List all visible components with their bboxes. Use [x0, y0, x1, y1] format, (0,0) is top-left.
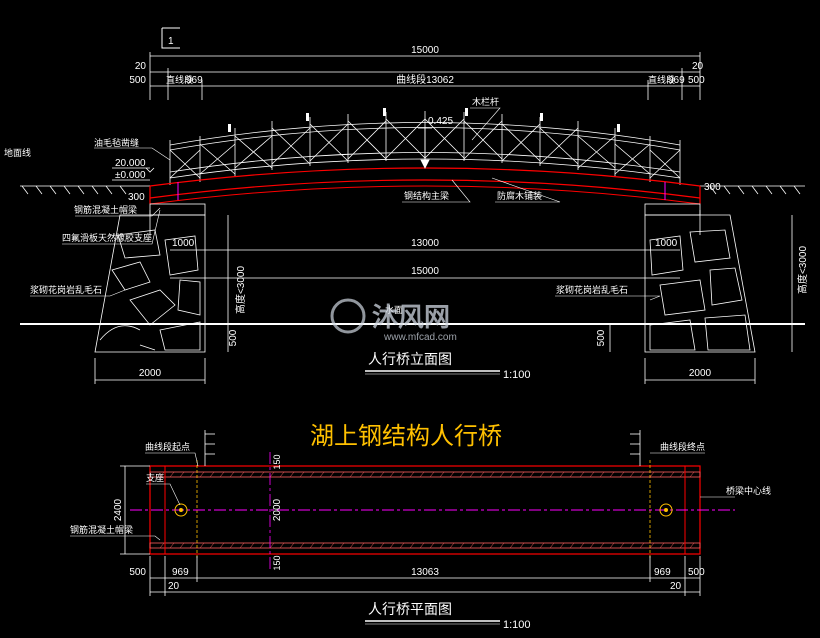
plan-note-rc-head: 钢筋混凝土帽梁 [70, 524, 133, 536]
dim-left-500: 500 [129, 75, 146, 86]
dim-left-969: 969 [186, 75, 203, 86]
sheet-number-mark: 1 [161, 27, 180, 49]
plan-leaders [70, 452, 735, 541]
left-abutment [94, 203, 206, 353]
plan-note-curve-start: 曲线段起点 [145, 441, 190, 453]
plan-view: 2400 2000 150 150 500 969 13063 969 500 … [70, 430, 771, 631]
dim-rise: 0.425 [428, 116, 453, 127]
dim-height-right: 高度<3000 [796, 246, 809, 295]
note-steel-beam: 钢结构主梁 [404, 190, 449, 202]
plan-dim-bot-left-20: 20 [168, 581, 180, 592]
dim-overall: 15000 [411, 45, 439, 56]
ground-lines [20, 185, 805, 195]
plan-dim-bot-left-500: 500 [129, 567, 146, 578]
plan-dim-edge-top: 150 [272, 454, 282, 469]
elevation-view: 15000 20 20 500 直线段 969 曲线段13062 直线段 969… [4, 45, 809, 384]
dim-height-left: 高度<3000 [234, 266, 247, 315]
plan-dim-edge-bottom: 150 [272, 555, 282, 570]
plan-dim-bot-right-500: 500 [688, 567, 705, 578]
dim-right-curve-label: 直线段 [648, 74, 675, 85]
level-zero: ±0.000 [115, 170, 146, 181]
plan-scale: 1:100 [503, 619, 531, 631]
dim-top-left-20: 20 [135, 61, 147, 72]
dim-mid-curve: 曲线段13062 [396, 73, 454, 86]
elevation-leaders [30, 107, 661, 301]
dim-span-15000: 15000 [411, 266, 439, 277]
dim-right-969: 969 [668, 75, 685, 86]
plan-bottom-dims [149, 556, 701, 596]
handrail-posts [228, 108, 620, 132]
plan-bearings [174, 503, 673, 517]
note-wood-rail: 木栏杆 [472, 96, 499, 108]
dim-top-right-20: 20 [692, 61, 704, 72]
plan-dim-bot-mid: 13063 [411, 567, 439, 578]
watermark-url: www.mfcad.com [383, 332, 457, 343]
note-rubble-right: 浆砌花岗岩乱毛石 [556, 284, 628, 296]
watermark: 沐风网 www.mfcad.com [330, 298, 457, 343]
plan-dim-width-inner: 2000 [272, 498, 283, 521]
dim-right-500: 500 [688, 75, 705, 86]
watermark-brand: 沐风网 [372, 303, 450, 333]
dim-left-curve-label: 直线段 [166, 74, 193, 85]
plan-side-dims [120, 430, 641, 555]
plan-title: 人行桥平面图 [368, 602, 452, 618]
dim-depth-left: 500 [228, 329, 239, 346]
dim-span-1000-left: 1000 [172, 238, 195, 249]
plan-deck-hatch [159, 471, 695, 549]
right-abutment [644, 203, 756, 353]
note-ground-line: 地面线 [4, 147, 31, 159]
plan-dim-width-total: 2400 [113, 498, 124, 521]
level-marks [112, 167, 155, 181]
dim-right-300: 300 [704, 182, 721, 193]
dim-span-13000: 13000 [411, 238, 439, 249]
note-water-surface: 水面 [385, 304, 403, 316]
note-rc-head-top: 钢筋混凝土帽梁 [74, 204, 137, 216]
note-anticorrosive-deck: 防腐木铺装 [497, 190, 542, 202]
plan-note-bearing: 支座 [146, 472, 164, 484]
note-handrail-top: 油毛毡凿缝 [94, 137, 139, 149]
dim-left-300: 300 [128, 192, 145, 203]
sheet-number: 1 [168, 36, 174, 47]
elevation-mid-dims [94, 210, 793, 384]
level-top: 20.000 [115, 158, 146, 169]
note-rubble-left: 浆砌花岗岩乱毛石 [30, 284, 102, 296]
dim-span-1000-right: 1000 [655, 238, 678, 249]
dim-base-right: 2000 [689, 368, 712, 379]
note-bearing-plate: 四氟滑板天然橡胶支座 [62, 232, 152, 244]
rise-marker [418, 127, 432, 169]
watermark-logo-icon [330, 298, 366, 334]
plan-dim-bot-right-969: 969 [654, 567, 671, 578]
main-title: 湖上钢结构人行桥 [310, 422, 502, 450]
plan-dim-bot-right-20: 20 [670, 581, 682, 592]
dim-depth-right: 500 [596, 329, 607, 346]
elevation-title: 人行桥立面图 [368, 352, 452, 368]
plan-dim-bot-left-969: 969 [172, 567, 189, 578]
plan-note-curve-end: 曲线段终点 [660, 441, 705, 453]
elevation-scale: 1:100 [503, 369, 531, 381]
plan-note-center-line: 桥梁中心线 [726, 485, 771, 497]
dim-base-left: 2000 [139, 368, 162, 379]
elevation-top-dims [149, 52, 701, 100]
